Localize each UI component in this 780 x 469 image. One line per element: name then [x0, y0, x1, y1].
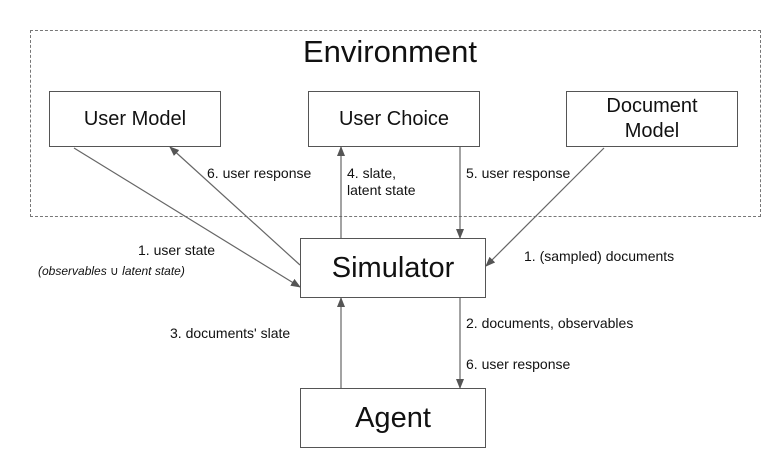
label-user-state: 1. user state	[138, 242, 216, 258]
document-model-box: Document Model	[566, 91, 738, 147]
user-choice-box: User Choice	[308, 91, 480, 147]
label-user-response-to-agent: 6. user response	[466, 356, 571, 372]
simulator-box: Simulator	[300, 238, 486, 298]
environment-title: Environment	[302, 34, 478, 69]
label-user-response-from-choice: 5. user response	[466, 165, 571, 181]
label-user-response-to-model: 6. user response	[207, 165, 312, 181]
label-documents-slate: 3. documents' slate	[170, 325, 291, 341]
label-slate-latent: 4. slate, latent state	[347, 165, 416, 198]
agent-label: Agent	[355, 402, 431, 434]
user-model-label: User Model	[83, 107, 187, 130]
simulator-label: Simulator	[331, 252, 455, 284]
document-model-label: Document Model	[606, 95, 698, 142]
label-sampled-documents: 1. (sampled) documents	[524, 248, 675, 264]
user-model-box: User Model	[49, 91, 221, 147]
environment-frame	[30, 30, 761, 217]
label-documents-observables: 2. documents, observables	[466, 315, 634, 331]
user-choice-label: User Choice	[338, 107, 450, 130]
label-user-state-detail: (observables ∪ latent state)	[38, 264, 185, 278]
agent-box: Agent	[300, 388, 486, 448]
